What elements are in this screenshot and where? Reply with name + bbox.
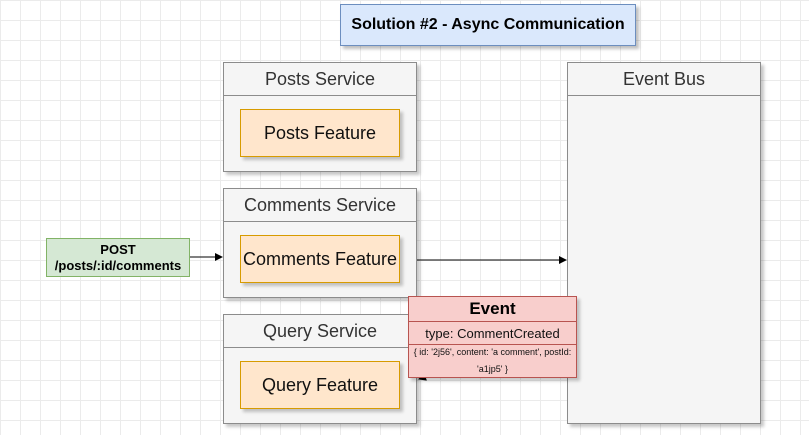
event-bus-header: Event Bus <box>568 63 760 96</box>
event-payload: { id: '2j56', content: 'a comment', post… <box>409 344 576 377</box>
event-bus: Event Bus <box>567 62 761 424</box>
post-request-box: POST /posts/:id/comments <box>46 238 190 277</box>
event-type: type: CommentCreated <box>409 321 576 345</box>
posts-feature: Posts Feature <box>240 109 400 157</box>
comments-service: Comments Service Comments Feature <box>223 188 417 298</box>
comments-feature: Comments Feature <box>240 235 400 283</box>
request-method: POST <box>100 241 136 257</box>
diagram-title: Solution #2 - Async Communication <box>340 4 636 46</box>
query-feature: Query Feature <box>240 361 400 409</box>
query-service-header: Query Service <box>224 315 416 348</box>
posts-service-header: Posts Service <box>224 63 416 96</box>
posts-service: Posts Service Posts Feature <box>223 62 417 172</box>
comments-service-header: Comments Service <box>224 189 416 222</box>
event-box: Event type: CommentCreated { id: '2j56',… <box>408 296 577 378</box>
query-service: Query Service Query Feature <box>223 314 417 424</box>
event-title: Event <box>469 299 516 318</box>
request-path: /posts/:id/comments <box>54 257 182 273</box>
